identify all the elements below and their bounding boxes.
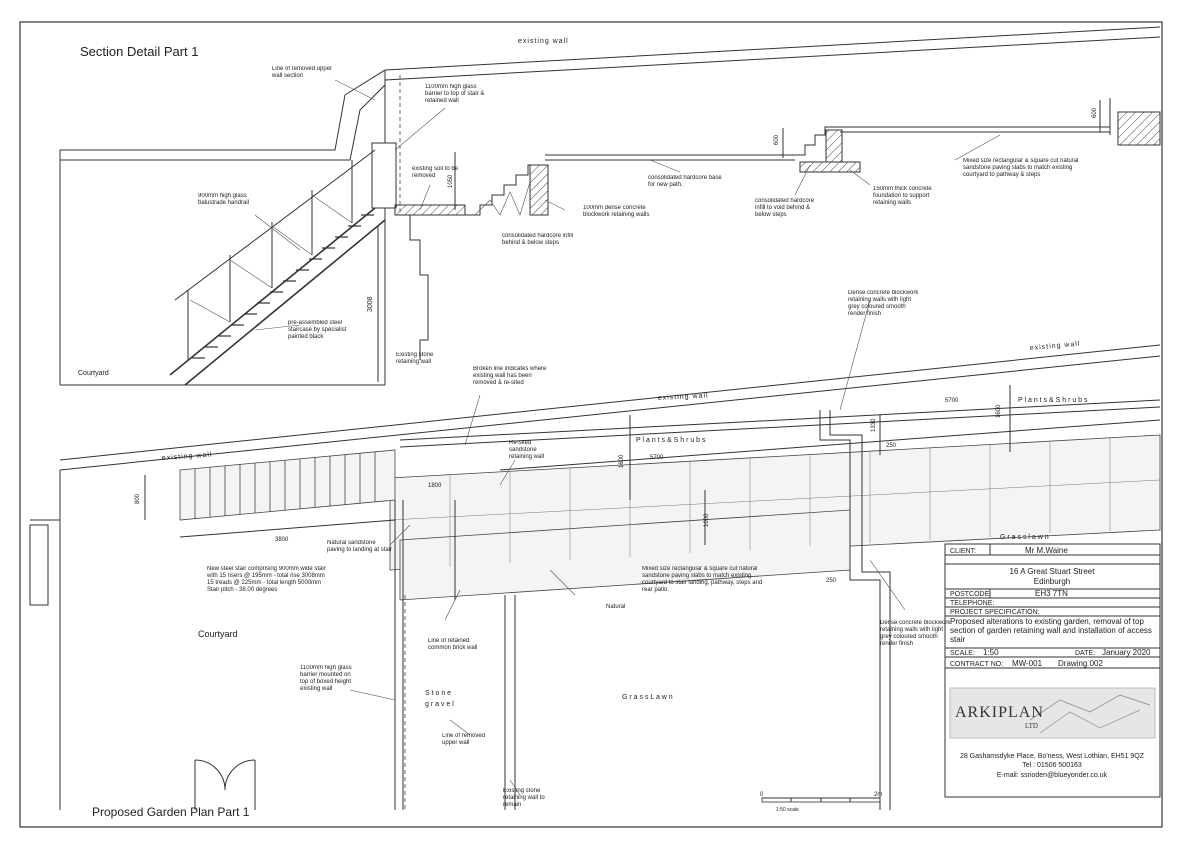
blockwork-note: 100mm dense concrete blockwork retaining… [583, 205, 650, 218]
dim-1600-a: 1600 [619, 454, 625, 468]
mixed-paving-note: Mixed size rectangular & square cut natu… [642, 566, 763, 593]
postcode-label: POSTCODE [950, 591, 990, 598]
removed-upper-note: Line of removed upper wall [442, 733, 486, 746]
scale-two: 2m [874, 792, 882, 798]
dim-800: 800 [135, 493, 141, 504]
dense-blockwork-top-note: Dense concrete blockwork retaining walls… [848, 290, 919, 317]
section-courtyard: Courtyard [78, 370, 109, 377]
date-label: DATE: [1075, 650, 1095, 657]
natural-sandstone-note: Natural sandstone paving to landing at s… [327, 540, 393, 553]
dim-3008: 3008 [367, 296, 374, 312]
address-line-1: 16 A Great Stuart Street [1010, 567, 1096, 576]
hardcore-base-note: consolidated hardcore base for new path. [648, 175, 722, 188]
date-value: January 2020 [1102, 648, 1151, 657]
stair-spec-note: New steel stair comprising 900mm wide st… [207, 566, 326, 593]
plan-existing-wall-b: existing wall [658, 392, 709, 402]
contract-number: MW-001 [1012, 659, 1043, 668]
firm-telephone: Tel : 01506 500163 [1022, 762, 1082, 769]
scale-label: SCALE: [950, 650, 975, 657]
plan-existing-wall-a: existing wall [162, 451, 213, 462]
drawing-number: Drawing 002 [1058, 659, 1103, 668]
plan-glass-barrier-note: 1100mm high glass barrier mounted on top… [300, 665, 352, 692]
sheet-border [19, 21, 1163, 828]
firm-logo-name: ARKIPLAN [955, 704, 1044, 721]
dim-600-a: 600 [774, 134, 780, 145]
stone-gravel-label: S t o n e g r a v e l [425, 690, 454, 708]
client-label: CLIENT: [950, 548, 976, 555]
stone-wall-note: Existing stone retaining wall [396, 352, 434, 365]
dim-5700-a: 5700 [650, 455, 664, 461]
existing-soil-note: existing soil to be removed [412, 166, 459, 179]
firm-logo-sub: LTD [1025, 722, 1038, 730]
spec-label: PROJECT SPECIFICATION: [950, 609, 1040, 616]
grass-lawn-top: G r a s s l a w n [1000, 534, 1049, 541]
paving-slabs-note: Mixed size rectangular & square cut natu… [963, 158, 1079, 178]
dim-250-a: 250 [886, 443, 897, 449]
telephone-label: TELEPHONE: [950, 600, 994, 607]
existing-stone-note: Existing stone retaining wall to remain [503, 788, 545, 808]
project-specification: Proposed alterations to existing garden,… [950, 617, 1152, 644]
section-existing-wall: existing wall [518, 38, 569, 45]
scale-zero: 0 [760, 792, 764, 798]
client-name: Mr M.Waine [1025, 546, 1068, 555]
dim-600-b: 600 [1092, 107, 1098, 118]
hardcore-void-note: consolidated hardcore infill to void beh… [755, 198, 815, 218]
plan-courtyard: Courtyard [198, 629, 238, 639]
dim-1000: 1000 [704, 513, 710, 527]
plants-shrubs-a: P l a n t s & S h r u b s [636, 437, 706, 444]
garden-plan [29, 299, 1161, 810]
scale-caption: 1:50 scale [776, 807, 799, 813]
hardcore-infill-note: consolidated hardcore infill behind & be… [502, 233, 574, 246]
firm-email: E-mail: ssnoden@blueyonder.co.uk [997, 772, 1108, 779]
steel-staircase-note: pre-assembled steel staircase by special… [288, 320, 347, 340]
title-block [944, 543, 1161, 798]
resited-wall-note: Re-sited sandstone retaining wall [509, 440, 545, 460]
broken-line-note: Broken line indicates where existing wal… [473, 366, 547, 386]
scale-value: 1:50 [983, 648, 999, 657]
foundation-note: 150mm thick concrete foundation to suppo… [873, 186, 932, 206]
firm-address: 28 Gashamsdyke Place, Bo'ness, West Loth… [960, 753, 1145, 760]
dense-blockwork-bottom-note: Dense concrete blockwork retaining walls… [880, 620, 951, 647]
dim-250-b: 250 [826, 578, 837, 584]
dim-1800: 1800 [428, 483, 442, 489]
plan-existing-wall-c: existing wall [1030, 341, 1081, 352]
address-line-2: Edinburgh [1034, 577, 1070, 586]
natural-note: Natural [606, 604, 625, 610]
section-detail [59, 26, 1161, 386]
dim-5700-b: 5700 [945, 398, 959, 404]
postcode: EH3 7TN [1035, 589, 1068, 598]
dim-1600-b: 1600 [996, 404, 1002, 418]
common-brick-note: Line of retained common brick wall [428, 638, 478, 651]
dim-1330: 1330 [871, 418, 877, 432]
dim-3800: 3800 [275, 537, 289, 543]
dim-1050: 1050 [448, 174, 454, 188]
balustrade-note: 900mm high glass balustrade handrail [198, 193, 250, 206]
section-title: Section Detail Part 1 [80, 44, 199, 59]
grass-lawn: G r a s s L a w n [622, 694, 673, 701]
contract-label: CONTRACT NO: [950, 661, 1003, 668]
removed-upper-wall-note: Line of removed upper wall section [272, 66, 333, 79]
plan-title: Proposed Garden Plan Part 1 [92, 805, 250, 819]
plants-shrubs-b: P l a n t s & S h r u b s [1018, 397, 1088, 404]
glass-barrier-note: 1100mm high glass barrier to top of stai… [425, 84, 485, 104]
